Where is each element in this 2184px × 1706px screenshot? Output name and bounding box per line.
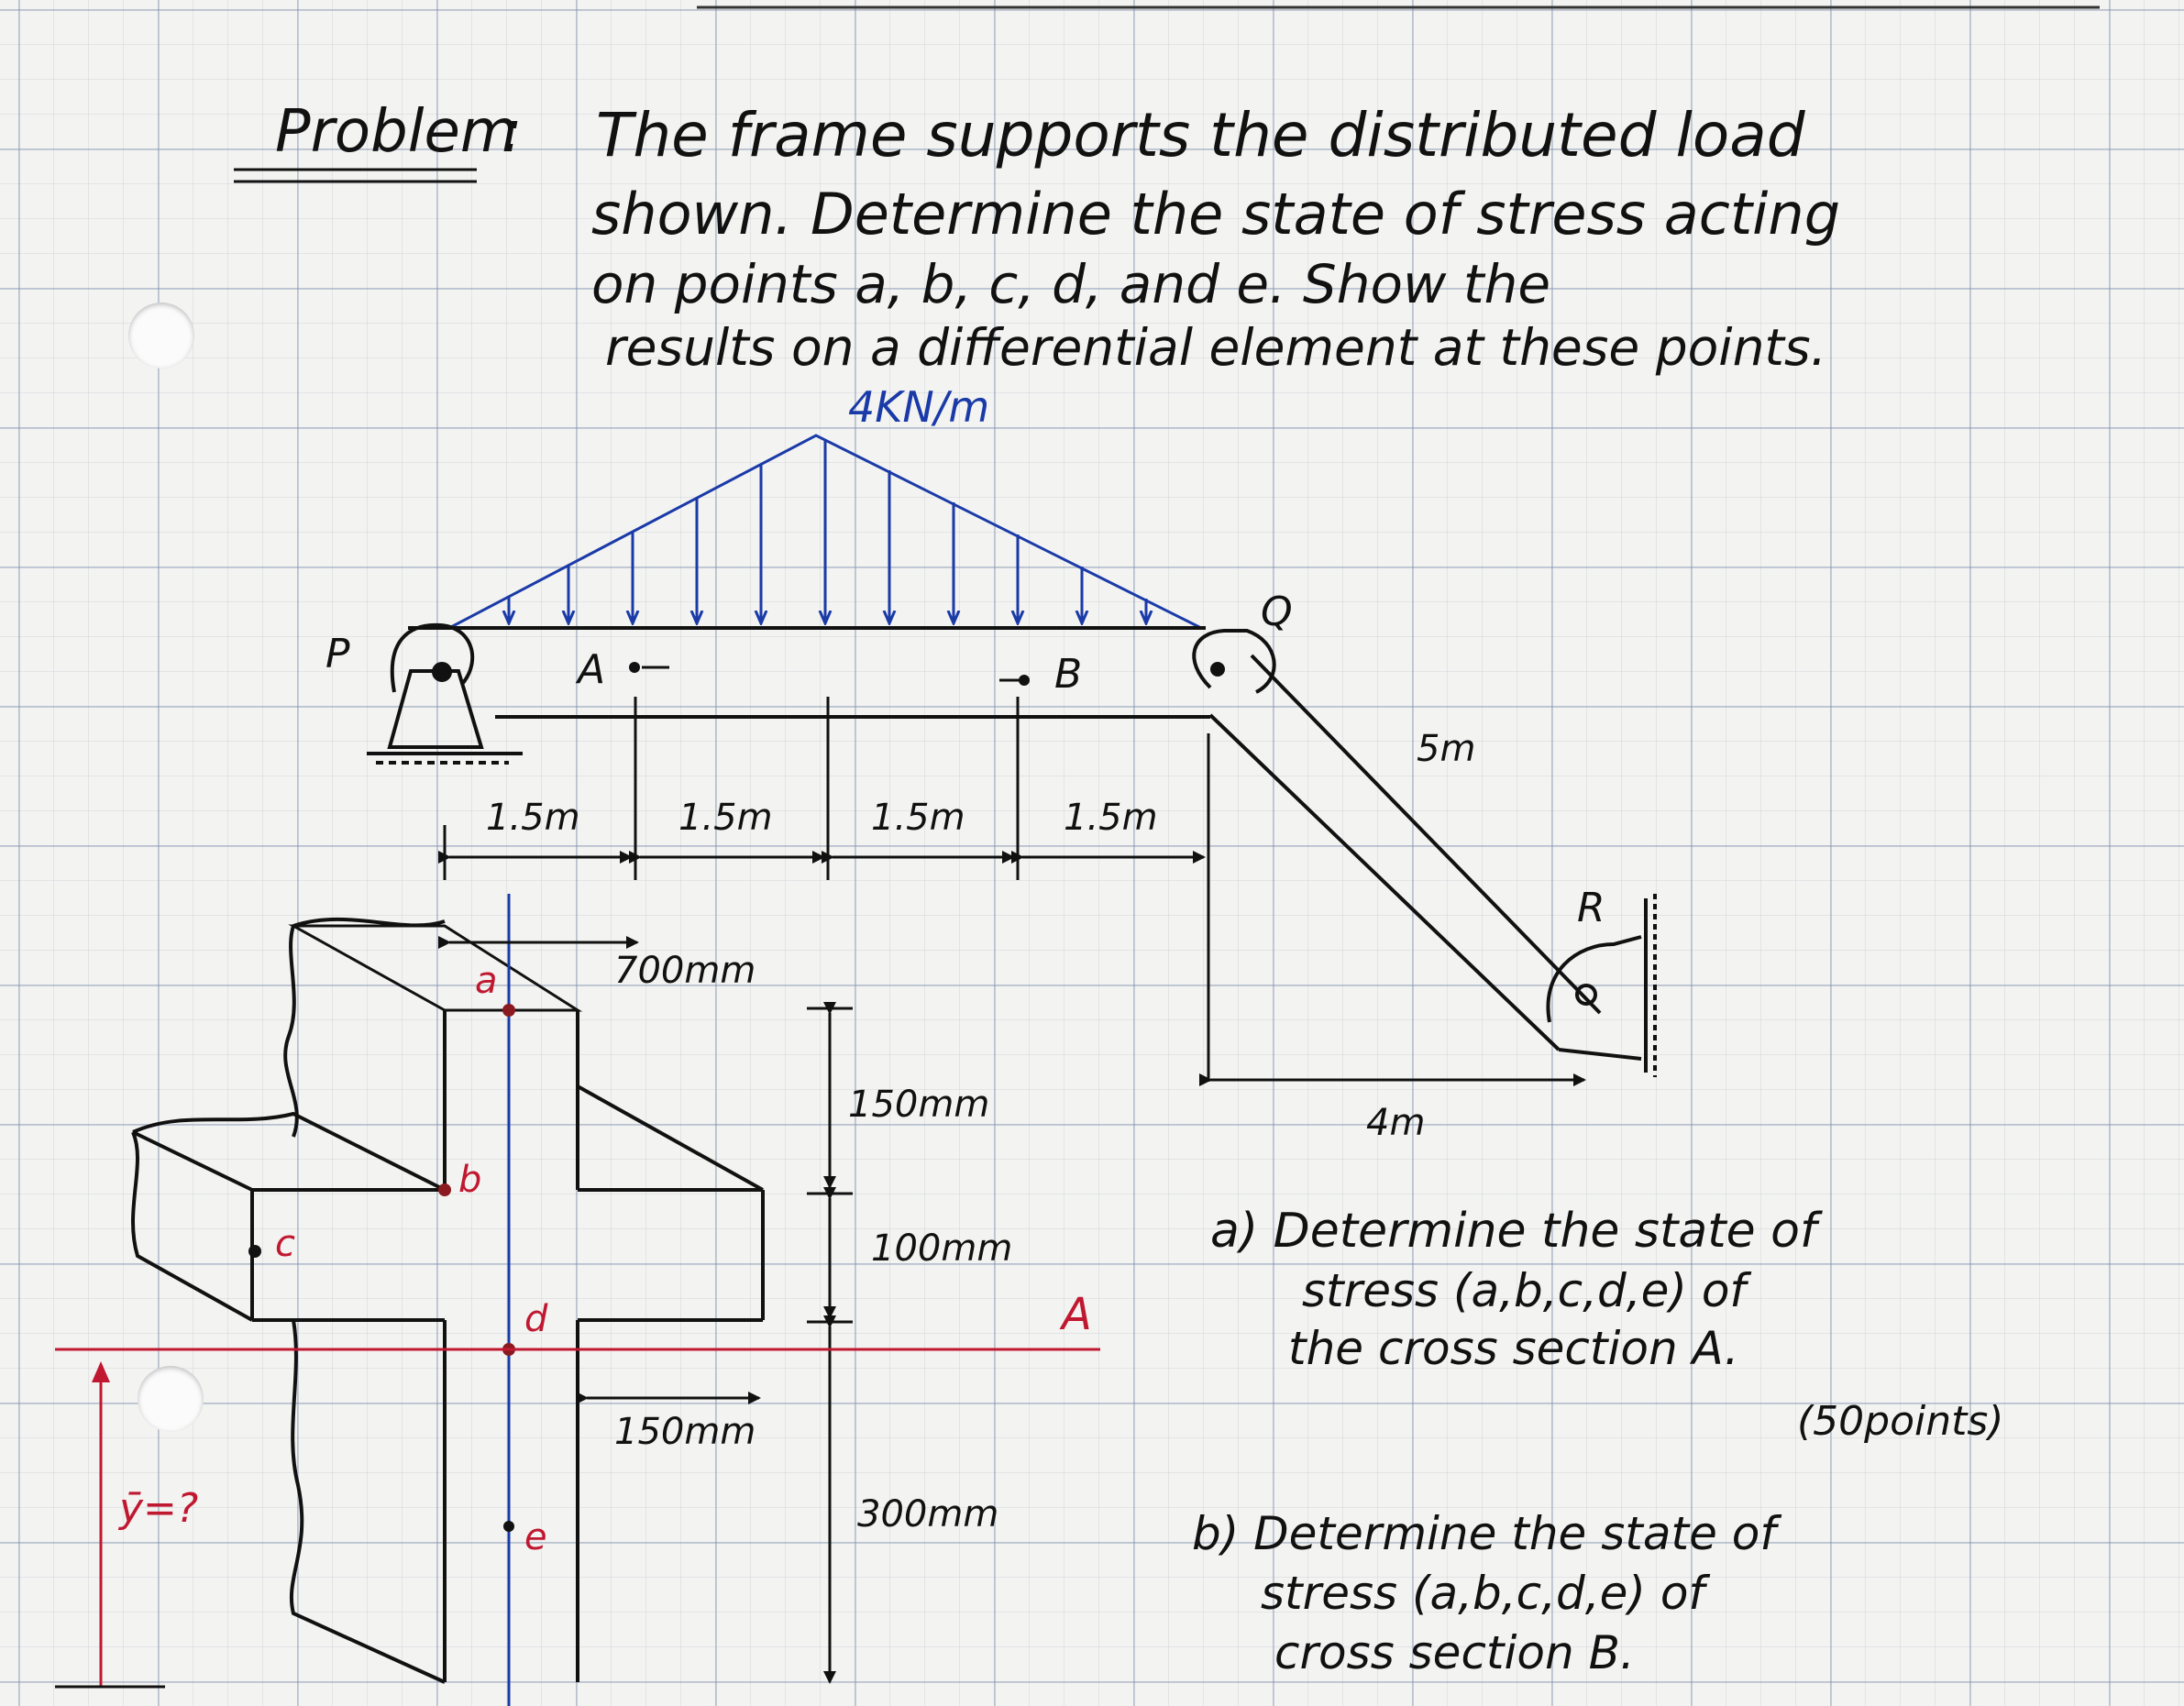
span-1-label: 1.5m (486, 797, 580, 839)
point-a-label: a (475, 960, 498, 1002)
span-dimensions (438, 697, 1210, 1082)
beam (367, 622, 1657, 1077)
question-b-line-1: b) Determine the state of (1192, 1507, 1781, 1560)
web-width-label: 150mm (614, 1411, 756, 1453)
distributed-load: 4KN/m (448, 382, 1202, 630)
question-a-line-1: a) Determine the state of (1210, 1204, 1823, 1259)
question-a-line-2: stress (a,b,c,d,e) of (1302, 1264, 1751, 1317)
section-height-dimensions (807, 1002, 853, 1684)
question-a-points: (50points) (1797, 1398, 2003, 1445)
question-b-line-2: stress (a,b,c,d,e) of (1261, 1567, 1710, 1620)
stress-points (248, 1004, 515, 1532)
point-d-label: d (524, 1298, 548, 1340)
section-a-label: A (575, 646, 605, 693)
neutral-axis-a-label: A (1059, 1289, 1092, 1340)
dim-150mm-label: 150mm (848, 1084, 989, 1126)
span-3-label: 1.5m (871, 797, 965, 839)
span-4-label: 1.5m (1064, 797, 1158, 839)
problem-line-1: The frame supports the distributed load (596, 100, 1806, 171)
member-length-label: 5m (1417, 728, 1475, 770)
problem-line-3: on points a, b, c, d, and e. Show the (591, 253, 1550, 315)
dim-300mm-label: 300mm (857, 1493, 998, 1535)
question-b-line-3: cross section B. (1274, 1626, 1635, 1679)
joint-q-label: Q (1261, 589, 1293, 635)
problem-label: Problem (275, 98, 517, 166)
support-r-label: R (1577, 885, 1605, 931)
flange-width-label: 700mm (614, 950, 756, 992)
point-b-label: b (458, 1159, 481, 1201)
problem-colon: : (502, 98, 523, 166)
ybar-label: ȳ=? (117, 1485, 198, 1532)
span-2-label: 1.5m (678, 797, 773, 839)
binder-hole-bottom (138, 1366, 204, 1432)
horizontal-distance-label: 4m (1366, 1102, 1425, 1144)
point-c-label: c (275, 1223, 295, 1265)
dim-100mm-label: 100mm (871, 1227, 1012, 1270)
point-e-label: e (524, 1516, 547, 1558)
question-a-line-3: the cross section A. (1288, 1322, 1739, 1375)
cross-section-drawing (131, 917, 765, 1684)
binder-hole-top (128, 303, 194, 369)
support-p-label: P (325, 631, 350, 677)
section-b-label: B (1054, 651, 1082, 698)
load-intensity: 4KN/m (848, 382, 989, 432)
problem-line-4: results on a differential element at the… (605, 318, 1826, 377)
problem-line-2: shown. Determine the state of stress act… (591, 181, 1840, 248)
